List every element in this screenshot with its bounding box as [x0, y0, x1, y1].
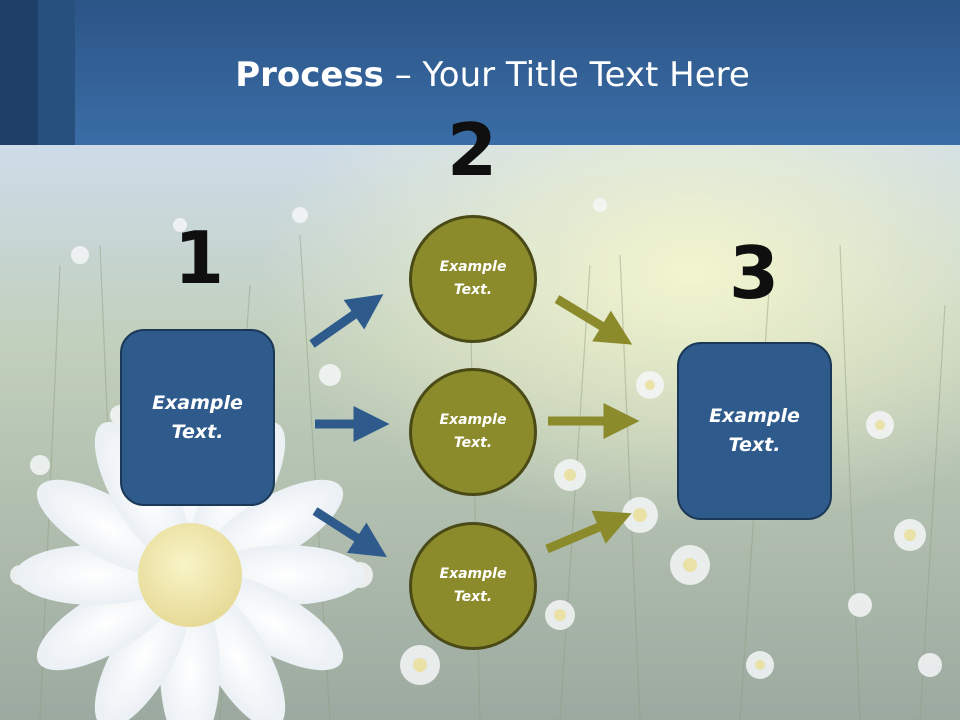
header-accent-bar: [38, 0, 75, 145]
circle-text: Example Text.: [440, 256, 507, 302]
arrow-from-bottom-circle: [545, 510, 632, 554]
step-number-2: 2: [446, 108, 498, 192]
step-3-box[interactable]: Example Text.: [677, 342, 832, 520]
step-1-box-line1: Example: [152, 391, 243, 414]
step-3-box-line1: Example: [709, 405, 800, 427]
circle-line1: Example: [439, 259, 507, 275]
step-number-3: 3: [728, 231, 780, 315]
step-2-circle-bottom[interactable]: Example Text.: [409, 522, 537, 650]
header-band: [0, 0, 960, 145]
step-1-box-text: Example Text.: [152, 389, 243, 447]
circle-line2: Text.: [453, 282, 493, 298]
step-number-1: 1: [173, 216, 225, 300]
step-3-box-text: Example Text.: [709, 402, 800, 460]
step-2-circle-middle[interactable]: Example Text.: [409, 368, 537, 496]
circle-line1: Example: [439, 412, 507, 428]
step-2-circle-top[interactable]: Example Text.: [409, 215, 537, 343]
circle-text: Example Text.: [440, 409, 507, 455]
step-3-box-line2: Text.: [728, 434, 781, 456]
slide-title[interactable]: Process – Your Title Text Here: [0, 52, 960, 98]
arrow-from-top-circle: [554, 295, 633, 345]
arrow-to-bottom-circle: [312, 507, 387, 558]
arrow-to-top-circle: [309, 294, 384, 348]
circle-line2: Text.: [453, 435, 493, 451]
slide-title-rest: – Your Title Text Here: [383, 55, 750, 95]
circle-text: Example Text.: [440, 563, 507, 609]
circle-line2: Text.: [453, 589, 493, 605]
step-1-box[interactable]: Example Text.: [120, 329, 275, 506]
step-1-box-line2: Text.: [171, 420, 224, 443]
header-accent-bar: [0, 0, 38, 145]
slide-title-bold: Process: [235, 55, 384, 95]
circle-line1: Example: [439, 566, 507, 582]
